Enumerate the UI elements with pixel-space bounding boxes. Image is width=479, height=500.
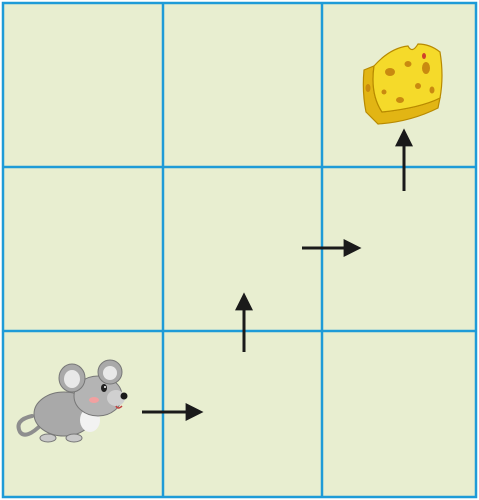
maze-svg: [0, 0, 479, 500]
maze-board: [0, 0, 479, 500]
